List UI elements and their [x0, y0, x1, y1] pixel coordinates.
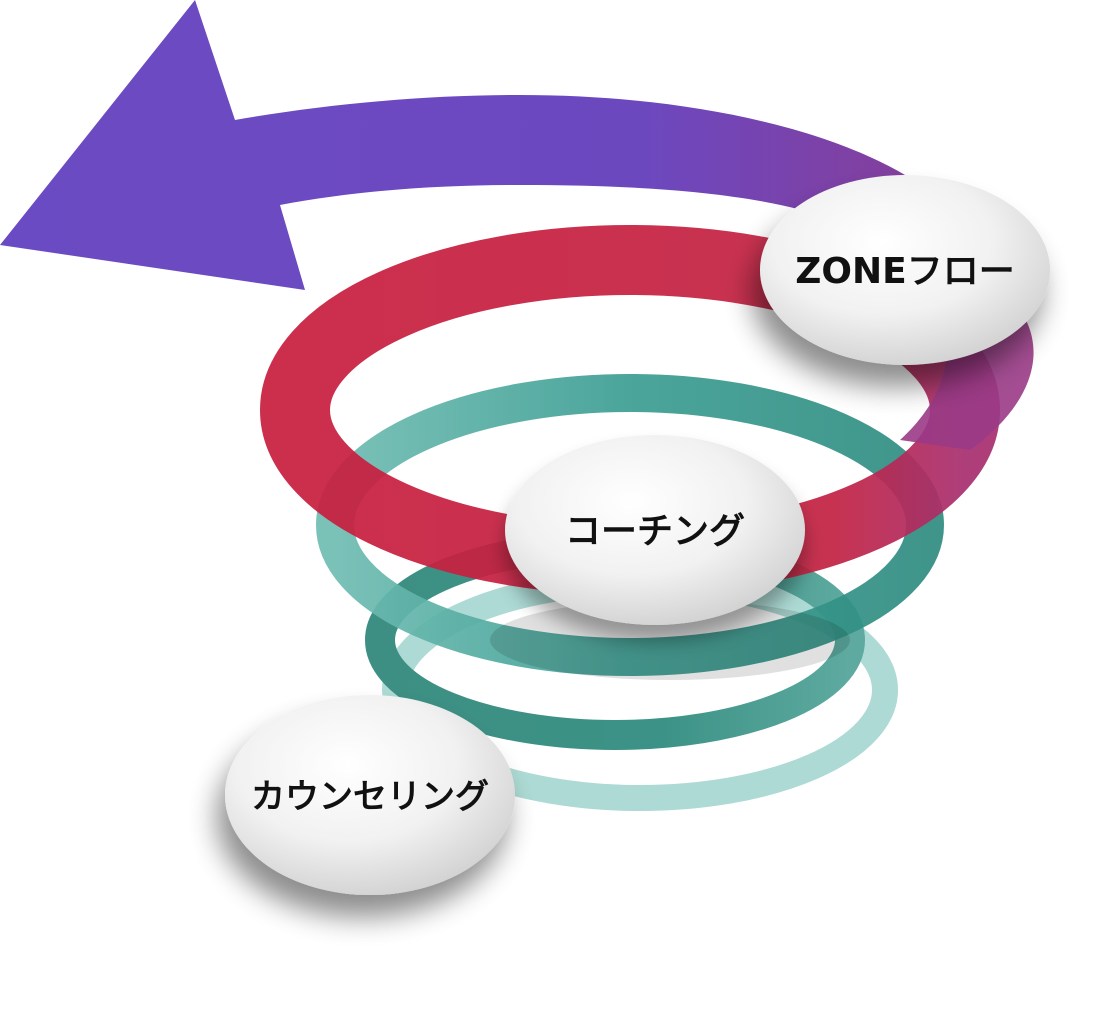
- bubble-counseling: [225, 695, 515, 895]
- bubble-zoneflow-shape: [760, 175, 1050, 365]
- bubble-coaching-shape: [505, 435, 805, 625]
- teal-ring-upper: [316, 374, 944, 676]
- label-zoneflow: ZONEフロー: [795, 251, 1014, 292]
- purple-arrow: [0, 0, 990, 290]
- center-shadow: [490, 600, 850, 680]
- bubble-counseling-shape: [225, 695, 515, 895]
- bubble-zoneflow: [760, 175, 1050, 365]
- label-coaching: コーチング: [565, 511, 745, 552]
- label-counseling: カウンセリング: [251, 777, 489, 817]
- bubble-coaching: [505, 435, 805, 625]
